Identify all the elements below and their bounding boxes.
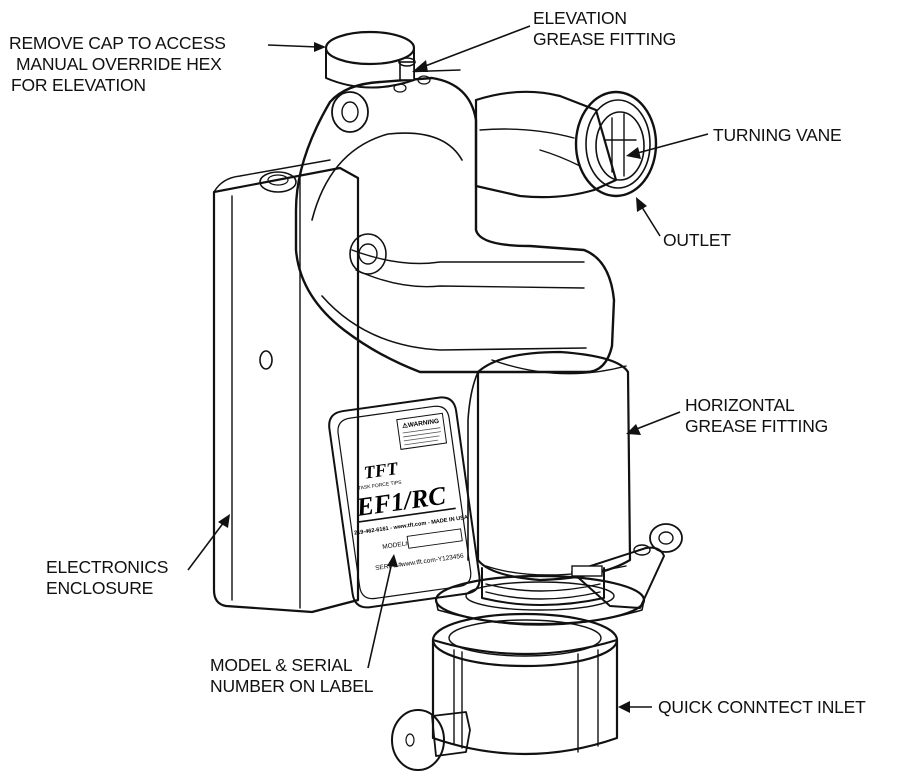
callout-model-serial-line1: MODEL & SERIAL [210, 655, 353, 675]
callout-turning-vane: TURNING VANE [713, 125, 842, 146]
nameplate-brand: TFT [362, 458, 399, 483]
callout-remove-cap: REMOVE CAP TO ACCESS MANUAL OVERRIDE HEX… [9, 33, 226, 96]
callout-inlet-line1: QUICK CONNTECT INLET [658, 697, 866, 717]
callout-horizontal-grease-line1: HORIZONTAL [685, 395, 795, 415]
elbow-housing [294, 76, 618, 374]
callout-inlet: QUICK CONNTECT INLET [658, 697, 866, 718]
outlet-nozzle [574, 90, 658, 198]
elevation-grease-fitting [393, 57, 431, 93]
callout-outlet-line1: OUTLET [663, 230, 731, 250]
callout-horizontal-grease-line2: GREASE FITTING [685, 416, 829, 436]
callout-electronics-line1: ELECTRONICS [46, 557, 169, 577]
electronics-enclosure [212, 159, 360, 614]
callout-elevation-grease-line2: GREASE FITTING [533, 29, 677, 49]
callout-model-serial: MODEL & SERIAL NUMBER ON LABEL [210, 655, 373, 697]
nameplate: ⚠WARNING TFT TASK FORCE TIPS EF1/RC 219-… [328, 396, 481, 609]
rotation-housing [467, 350, 632, 582]
leader-lines [187, 25, 709, 713]
warning-box [396, 412, 448, 450]
callout-horizontal-grease: HORIZONTAL GREASE FITTING [685, 395, 828, 437]
swivel-joint [481, 523, 683, 609]
callout-remove-cap-line1: REMOVE CAP TO ACCESS [9, 33, 226, 53]
callout-model-serial-line2: NUMBER ON LABEL [210, 676, 374, 696]
callout-remove-cap-line3: FOR ELEVATION [11, 75, 146, 95]
nameplate-model-label: MODEL# [382, 540, 410, 551]
nameplate-serial-value: www.tft.com-Y123456 [400, 553, 465, 569]
callout-electronics-line2: ENCLOSURE [46, 578, 154, 598]
flange [434, 574, 646, 626]
nameplate-serial-label: SERIAL# [375, 561, 403, 572]
callout-remove-cap-line2: MANUAL OVERRIDE HEX [16, 54, 222, 74]
quick-connect-inlet [391, 612, 619, 771]
callout-outlet: OUTLET [663, 230, 731, 251]
callout-turning-vane-line1: TURNING VANE [713, 125, 842, 145]
callout-electronics: ELECTRONICS ENCLOSURE [46, 557, 168, 599]
model-field [406, 528, 463, 549]
callout-elevation-grease-line1: ELEVATION [533, 8, 627, 28]
callout-elevation-grease: ELEVATION GREASE FITTING [533, 8, 676, 50]
